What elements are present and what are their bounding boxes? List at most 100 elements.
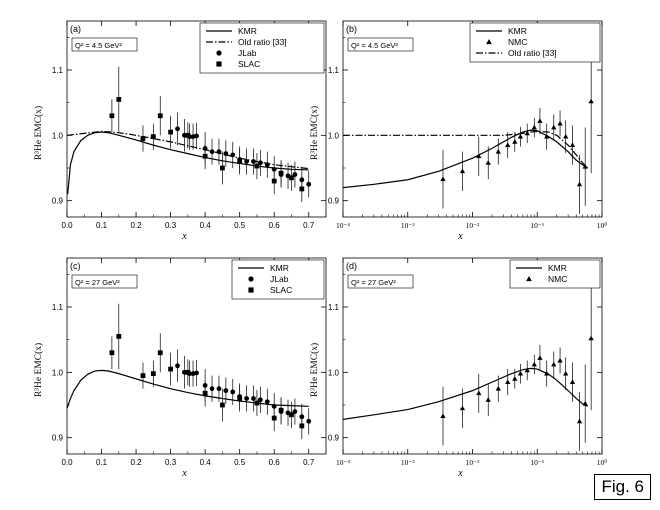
x-tick-label: 0.5 [234,221,246,230]
legend-swatch-marker [216,50,222,56]
data-point-nmc [551,124,557,130]
legend-swatch-marker [248,287,254,293]
y-tick-label: 1.1 [52,66,64,75]
y-tick-label: 0.9 [52,197,64,206]
data-point-nmc [512,376,518,381]
data-point-nmc [551,361,557,367]
panel-label: (a) [70,24,81,34]
x-tick-label: 10⁻³ [401,458,415,467]
data-point-slac [202,153,208,159]
data-point-slac [168,366,173,372]
data-point-nmc [569,142,576,148]
data-point-slac [237,159,243,164]
data-point-nmc [505,379,511,385]
data-point-nmc [485,397,491,402]
data-point-nmc [582,163,588,169]
data-point-nmc [485,160,491,165]
data-point-nmc [512,139,518,144]
q2-annotation: Q² = 27 GeV² [75,278,120,287]
data-point-slac [254,400,260,406]
legend-label: SLAC [270,285,292,295]
data-point-nmc [517,133,524,139]
legend-box [509,259,601,289]
x-tick-label: 10⁰ [597,458,608,467]
legend-label: KMR [548,263,567,273]
data-point-nmc [557,357,563,363]
y-tick-label: 1.0 [328,368,340,377]
q2-annotation-box [347,37,414,52]
data-point-slac [168,129,173,135]
x-tick-label: 0.3 [165,458,177,467]
data-point-nmc [495,385,501,391]
data-point-nmc [524,130,530,136]
data-point-slac [278,407,284,413]
data-point-nmc [544,133,550,139]
data-point-nmc [495,148,501,154]
data-point-nmc [582,400,588,406]
x-tick-label: 0.4 [200,221,212,230]
plot-frame [66,257,327,455]
data-point-jlab [216,149,222,155]
q2-annotation: Q² = 27 GeV² [351,278,396,287]
y-axis-label: R³He EMC(x) [309,106,320,160]
data-point-slac [278,170,284,176]
data-point-slac [254,163,260,169]
series-line-kmr [67,369,309,409]
figure-label: Fig. 6 [594,474,651,500]
data-point-nmc [563,370,569,376]
y-axis-label: R³He EMC(x) [33,106,44,160]
q2-annotation-box [347,274,414,289]
data-point-nmc [563,133,569,139]
data-point-jlab [264,399,270,405]
legend-label: SLAC [238,59,260,69]
data-point-slac [289,412,294,418]
x-tick-label: 0.7 [303,458,315,467]
data-point-nmc [569,379,576,385]
x-tick-label: 0.1 [96,458,108,467]
data-layer [343,266,594,451]
data-layer [343,29,594,214]
x-tick-label: 10⁻² [466,458,480,467]
x-tick-label: 0.0 [61,458,73,467]
legend-box [231,259,325,300]
data-point-slac [157,350,163,356]
series-line-kmr [67,131,309,195]
data-point-nmc [576,418,583,424]
legend-box [469,22,601,63]
data-point-nmc [517,370,524,376]
legend-label: Old ratio [33] [238,37,287,47]
data-point-jlab [194,133,199,139]
legend-swatch-marker [486,39,492,45]
data-point-nmc [531,124,537,130]
data-point-nmc [524,367,530,373]
data-point-jlab [194,370,199,376]
x-tick-label: 10⁻¹ [530,221,544,230]
panel-label: (c) [70,261,81,271]
data-point-nmc [459,168,466,174]
legend-swatch-marker [526,276,532,282]
data-point-nmc [476,390,482,396]
data-point-jlab [209,386,215,392]
data-point-slac [220,165,225,171]
x-tick-label: 0.1 [96,221,108,230]
legend-label: JLab [270,274,289,284]
y-tick-label: 1.1 [328,303,340,312]
y-tick-label: 1.0 [52,131,64,140]
x-tick-label: 0.7 [303,221,315,230]
data-point-nmc [440,176,446,182]
data-point-nmc [576,181,583,187]
legend-label: JLab [238,48,257,58]
data-point-slac [271,415,277,421]
data-point-slac [109,113,115,119]
data-point-slac [116,97,122,102]
data-point-nmc [459,405,466,411]
legend-label: KMR [238,26,257,36]
x-tick-label: 0.2 [131,458,143,467]
data-point-slac [116,334,122,339]
data-point-slac [202,390,208,396]
x-tick-label: 0.6 [269,458,281,467]
y-tick-label: 1.1 [52,303,64,312]
